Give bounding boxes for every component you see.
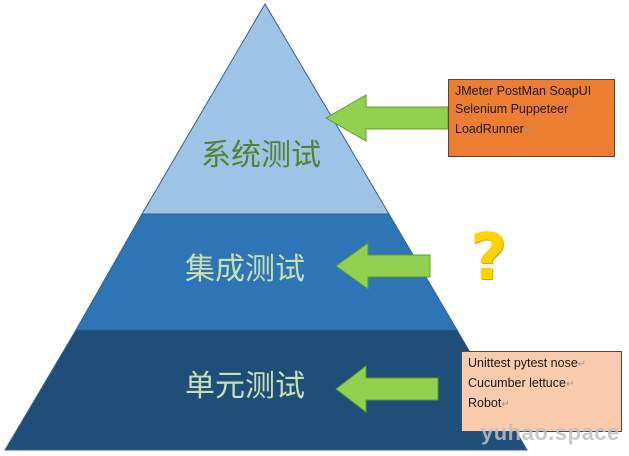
system-test-tools-box: JMeter PostMan SoapUI Selenium Puppeteer… <box>448 79 615 157</box>
tool-text: Unittest pytest nose <box>468 356 578 370</box>
tool-line: LoadRunner↵ <box>455 120 608 140</box>
question-mark-icon: ? <box>470 221 508 295</box>
paragraph-mark-icon: ↵ <box>577 359 587 370</box>
tool-text: LoadRunner <box>455 122 524 136</box>
arrow-left-icon <box>335 242 431 290</box>
unit-test-tools-box: Unittest pytest nose↵ Cucumber lettuce↵ … <box>461 351 622 432</box>
tier-unit-test <box>4 329 528 451</box>
tier-label-system-test: 系统测试 <box>201 138 321 173</box>
paragraph-mark-icon: ↵ <box>501 399 510 410</box>
tool-line: Selenium Puppeteer↵ <box>455 100 608 120</box>
arrow-left-icon <box>324 94 449 142</box>
tier-label-unit-test: 单元测试 <box>185 369 305 404</box>
tool-text: Selenium Puppeteer <box>455 102 569 116</box>
watermark: yuhao.space <box>481 420 620 445</box>
tier-label-integration-test: 集成测试 <box>185 252 305 287</box>
tool-text: Cucumber lettuce <box>468 376 566 390</box>
paragraph-mark-icon: ↵ <box>523 125 533 136</box>
paragraph-mark-icon: ↵ <box>568 105 577 116</box>
arrow-left-icon <box>335 364 439 414</box>
tool-line: Robot↵ <box>468 394 615 414</box>
tool-line: Cucumber lettuce↵ <box>468 374 615 394</box>
tool-line: Unittest pytest nose↵ <box>468 354 615 374</box>
tool-text: JMeter PostMan SoapUI <box>455 84 592 98</box>
tool-line: JMeter PostMan SoapUI <box>455 82 608 100</box>
paragraph-mark-icon: ↵ <box>565 379 575 390</box>
tool-text: Robot <box>468 396 502 410</box>
